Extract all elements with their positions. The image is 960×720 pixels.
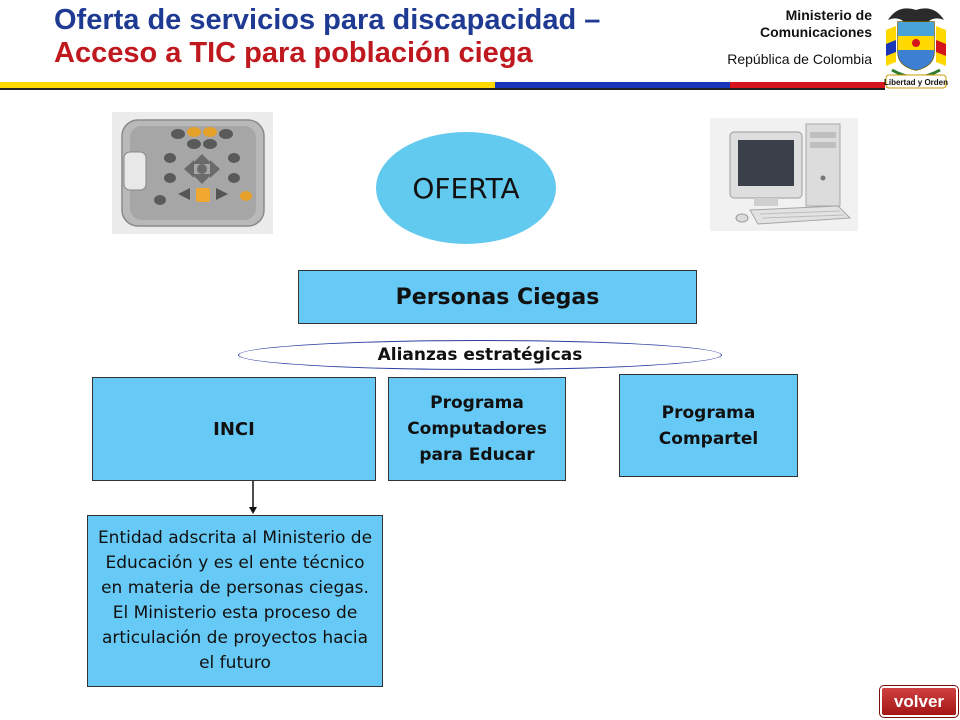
colombia-coat-of-arms-icon: Libertad y Orden bbox=[884, 8, 948, 89]
desktop-computer-icon bbox=[710, 118, 858, 231]
partner-box-inci: INCI bbox=[92, 377, 376, 481]
country-name: República de Colombia bbox=[727, 51, 872, 67]
back-button[interactable]: volver bbox=[879, 685, 959, 718]
flag-stripe-underline bbox=[0, 88, 885, 90]
alliances-label: Alianzas estratégicas bbox=[377, 345, 583, 365]
flag-stripe-blue bbox=[495, 82, 730, 88]
alliances-oval bbox=[238, 340, 722, 370]
flag-stripe-yellow bbox=[0, 82, 495, 88]
arrow-down-icon bbox=[249, 481, 257, 514]
inci-description-box: Entidad adscrita al Ministerio de Educac… bbox=[87, 515, 383, 687]
page-title-line-1: Oferta de servicios para discapacidad – bbox=[54, 4, 601, 36]
desktop-computer-image bbox=[710, 118, 858, 231]
offer-oval: OFERTA bbox=[376, 132, 556, 244]
ministry-name-line-2: Comunicaciones bbox=[759, 24, 872, 40]
partner-box-compartel: Programa Compartel bbox=[619, 374, 798, 477]
audio-book-player-icon bbox=[112, 112, 273, 234]
page-title-line-2: Acceso a TIC para población ciega bbox=[54, 37, 533, 69]
partner-label-compartel: Programa Compartel bbox=[658, 402, 759, 449]
flag-stripe-red bbox=[730, 82, 885, 88]
shield-motto: Libertad y Orden bbox=[884, 78, 948, 87]
target-group-box: Personas Ciegas bbox=[298, 270, 697, 324]
partner-label-computadores-para-educar: Programa Computadores para Educar bbox=[407, 393, 547, 465]
ministry-name-line-1: Ministerio de bbox=[785, 7, 872, 23]
victor-reader-device-image bbox=[112, 112, 273, 234]
partner-box-computadores-para-educar: Programa Computadores para Educar bbox=[388, 377, 566, 481]
